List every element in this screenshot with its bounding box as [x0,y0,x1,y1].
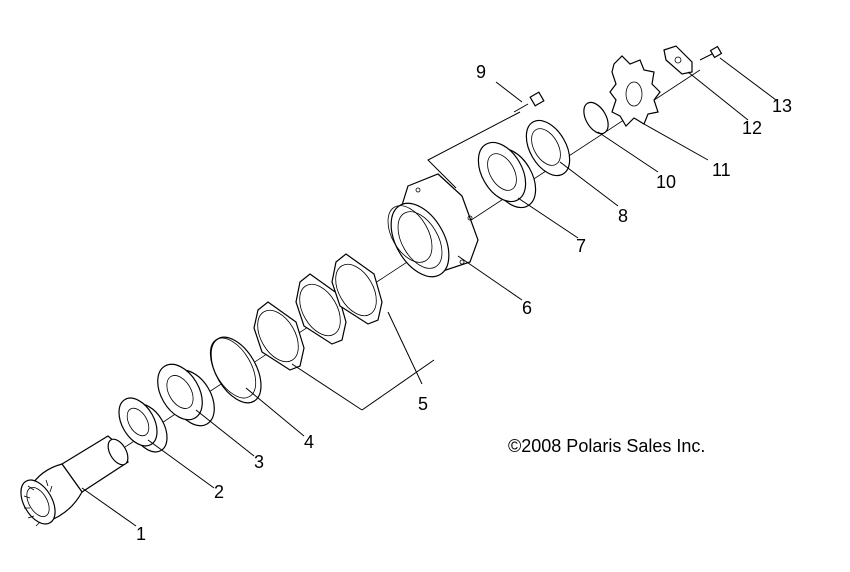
callout-3: 3 [254,452,264,472]
callout-11: 11 [712,160,731,180]
part-10-snap-ring [583,101,609,135]
callout-1: 1 [136,524,146,544]
callout-4: 4 [304,432,314,452]
callout-13: 13 [772,96,792,116]
part-11-sprocket [609,55,661,127]
callout-9: 9 [476,62,486,82]
part-4-seal-ring [209,336,262,404]
callout-8: 8 [618,206,628,226]
part-1-pinion-shaft [20,435,129,527]
leader-lines [81,57,777,527]
part-9-bolt [513,91,545,113]
callout-10: 10 [656,172,676,192]
callout-2: 2 [214,482,224,502]
part-12-retainer-plate [663,45,693,75]
part-7-bearing [477,141,537,209]
part-8-nut [525,119,571,177]
callout-5: 5 [418,394,428,414]
part-5-gaskets [253,253,383,371]
part-13-bolt [699,45,723,61]
callout-7: 7 [576,236,586,256]
part-6-housing [387,173,479,278]
part-2-bearing [118,397,168,453]
callout-6: 6 [522,298,532,318]
part-3-bearing [157,363,215,427]
callout-12: 12 [742,118,762,138]
copyright-text: ©2008 Polaris Sales Inc. [508,436,705,456]
